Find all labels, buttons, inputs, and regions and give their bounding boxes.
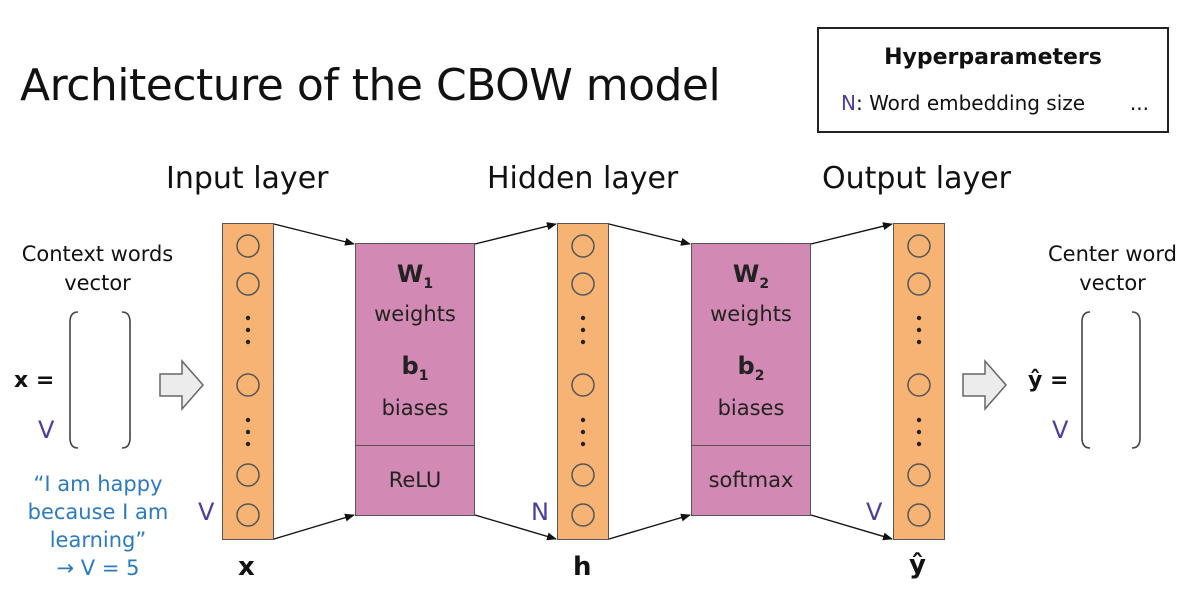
quote-line1: “I am happy bbox=[33, 472, 163, 496]
neuron-circle bbox=[571, 373, 595, 397]
quote-line2: because I am bbox=[27, 500, 169, 524]
connector-arrow bbox=[273, 223, 355, 246]
hyperparameter-symbol: N bbox=[841, 91, 856, 115]
hidden-ellipsis bbox=[580, 315, 586, 447]
output-dim-label: V bbox=[866, 498, 883, 526]
context-words-label: Context words vector bbox=[10, 240, 185, 298]
input-layer-label: Input layer bbox=[166, 161, 329, 196]
connector-arrow bbox=[608, 223, 691, 246]
neuron-circle bbox=[907, 373, 931, 397]
neuron-circle bbox=[907, 503, 931, 527]
b1-symbol: b1 bbox=[401, 352, 429, 384]
output-flow-arrow-icon bbox=[962, 359, 1007, 411]
output-layer-label: Output layer bbox=[822, 161, 1012, 196]
input-neuron-column bbox=[222, 223, 274, 540]
center-vector-brackets bbox=[1081, 311, 1141, 449]
page-title: Architecture of the CBOW model bbox=[20, 60, 721, 111]
neuron-circle bbox=[571, 272, 595, 296]
x-equals-label: x = bbox=[14, 368, 55, 393]
neuron-circle bbox=[907, 463, 931, 487]
center-line1: Center word bbox=[1048, 242, 1177, 266]
hidden-dim-label: N bbox=[531, 498, 549, 526]
y-hat-vector-label: ŷ bbox=[909, 550, 926, 580]
connector-arrow bbox=[810, 514, 893, 541]
quote-line3: learning” bbox=[49, 528, 147, 552]
biases-2-label: biases bbox=[717, 396, 785, 420]
w2-symbol: W2 bbox=[732, 260, 770, 292]
connector-arrow bbox=[608, 513, 691, 540]
hidden-neuron-column bbox=[557, 223, 609, 540]
connector-arrow bbox=[273, 513, 355, 540]
context-line2: vector bbox=[64, 271, 131, 295]
input-neurons bbox=[236, 234, 260, 527]
context-line1: Context words bbox=[21, 242, 174, 266]
neuron-circle bbox=[907, 272, 931, 296]
h-vector-label: h bbox=[573, 552, 592, 582]
neuron-circle bbox=[236, 463, 260, 487]
output-ellipsis bbox=[916, 315, 922, 447]
x-vector-label: x bbox=[238, 552, 255, 582]
neuron-circle bbox=[236, 272, 260, 296]
weights-1-label: weights bbox=[374, 302, 456, 326]
weights-block-2: W2 weights b2 biases softmax bbox=[691, 243, 811, 516]
hyperparameter-more: ... bbox=[1129, 91, 1149, 115]
input-dim-label: V bbox=[198, 498, 215, 526]
context-vector-brackets bbox=[69, 311, 131, 449]
output-v-label: V bbox=[1052, 416, 1069, 444]
quote-line4: → V = 5 bbox=[56, 556, 140, 580]
example-sentence: “I am happy because I am learning” → V =… bbox=[8, 470, 188, 582]
connector-arrow bbox=[474, 514, 557, 541]
w1-symbol: W1 bbox=[396, 260, 434, 292]
neuron-circle bbox=[236, 373, 260, 397]
input-flow-arrow-icon bbox=[159, 359, 204, 411]
center-word-label: Center word vector bbox=[1030, 240, 1186, 298]
hyperparameters-box: Hyperparameters N: Word embedding size .… bbox=[817, 27, 1169, 133]
output-neurons bbox=[907, 234, 931, 527]
hidden-layer-label: Hidden layer bbox=[487, 161, 679, 196]
relu-label: ReLU bbox=[388, 468, 442, 492]
neuron-circle bbox=[571, 503, 595, 527]
y-hat-equals-label: ŷ = bbox=[1028, 368, 1069, 393]
hyperparameter-description: : Word embedding size bbox=[855, 91, 1086, 115]
neuron-circle bbox=[236, 234, 260, 258]
neuron-circle bbox=[907, 234, 931, 258]
input-v-label: V bbox=[38, 416, 55, 444]
b2-symbol: b2 bbox=[737, 352, 765, 384]
neuron-circle bbox=[571, 463, 595, 487]
hidden-neurons bbox=[571, 234, 595, 527]
hyperparameters-heading: Hyperparameters bbox=[884, 45, 1102, 70]
connector-arrow bbox=[810, 222, 893, 245]
center-line2: vector bbox=[1079, 271, 1146, 295]
input-ellipsis bbox=[245, 315, 251, 447]
biases-1-label: biases bbox=[381, 396, 449, 420]
hyperparameter-row: N: Word embedding size bbox=[841, 91, 1085, 115]
neuron-circle bbox=[571, 234, 595, 258]
weights-2-label: weights bbox=[710, 302, 792, 326]
neuron-circle bbox=[236, 503, 260, 527]
softmax-label: softmax bbox=[708, 468, 794, 492]
weights-block-1: W1 weights b1 biases ReLU bbox=[355, 243, 475, 516]
output-neuron-column bbox=[893, 223, 945, 540]
connector-arrow bbox=[474, 222, 557, 245]
